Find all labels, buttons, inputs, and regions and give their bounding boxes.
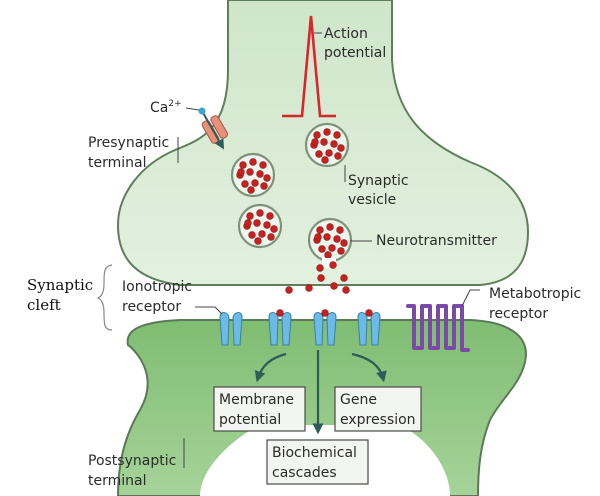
neurotransmitter-molecule — [251, 179, 259, 187]
membrane-potential-label-1: Membrane — [219, 392, 294, 408]
membrane-potential-box — [213, 386, 306, 432]
action-potential-trace — [282, 15, 336, 118]
neurotransmitter-molecule — [334, 152, 342, 160]
neurotransmitter-molecule — [323, 233, 331, 241]
neurotransmitter-molecule — [258, 230, 266, 238]
neurotransmitter-molecule — [254, 237, 262, 245]
neurotransmitter-molecule — [340, 239, 348, 247]
biochemical-cascades-box — [266, 439, 369, 485]
neurotransmitter-molecule — [237, 168, 245, 176]
neurotransmitter-molecule — [260, 182, 268, 190]
neurotransmitter-molecule — [305, 284, 313, 292]
neurotransmitter-molecule — [253, 219, 261, 227]
neurotransmitter-molecule — [317, 274, 325, 282]
gene-expression-label-2: expression — [340, 412, 416, 428]
calcium-channel — [201, 115, 229, 144]
presynaptic-terminal-label-2: terminal — [88, 155, 146, 171]
synaptic-vesicle — [307, 217, 353, 263]
calcium-label: Ca2+ — [150, 99, 182, 116]
neurotransmitter-molecule — [266, 212, 274, 220]
neurotransmitter-molecule — [256, 209, 264, 217]
metabotropic-receptor-label-2: receptor — [489, 306, 548, 322]
neurotransmitter-molecule — [314, 233, 322, 241]
synaptic-cleft-label-1: Synaptic — [27, 276, 93, 294]
neurotransmitter-molecule — [333, 131, 341, 139]
action-potential-label-1: Action — [324, 26, 368, 42]
neurotransmitter-molecule — [337, 247, 345, 255]
synaptic-vesicle — [237, 203, 283, 249]
neurotransmitter-molecule — [337, 144, 345, 152]
arrow-to-membrane-potential — [254, 352, 287, 383]
ionotropic-receptor-label-1: Ionotropic — [122, 279, 192, 295]
ionotropic-receptor — [268, 309, 292, 346]
neurotransmitter-molecule — [336, 226, 344, 234]
neurotransmitter-molecule — [330, 282, 338, 290]
biochemical-cascades-label-2: cascades — [272, 465, 337, 481]
biochemical-cascades-label-1: Biochemical — [272, 445, 357, 461]
gene-expression-label-1: Gene — [340, 392, 377, 408]
gene-expression-box — [334, 386, 422, 432]
neurotransmitter-molecule — [323, 128, 331, 136]
neurotransmitter-molecule — [259, 161, 267, 169]
neurotransmitter-molecule — [285, 286, 293, 294]
arrow-to-gene-expression — [351, 352, 387, 383]
neurotransmitter-molecule — [246, 212, 254, 220]
neurotransmitter-molecule — [244, 219, 252, 227]
neurotransmitter-molecule — [248, 231, 256, 239]
neurotransmitter-molecule — [256, 170, 264, 178]
ionotropic-receptor — [357, 309, 381, 346]
neurotransmitter-molecule — [315, 150, 323, 158]
synaptic-vesicle-label-2: vesicle — [348, 192, 396, 208]
neurotransmitter-molecule — [324, 251, 332, 259]
neurotransmitter-molecule — [313, 131, 321, 139]
neurotransmitter-molecule — [321, 309, 329, 317]
neurotransmitter-molecule — [249, 158, 257, 166]
neurotransmitter-molecule — [342, 286, 350, 294]
neurotransmitter-molecule — [241, 180, 249, 188]
ionotropic-receptor — [313, 309, 337, 346]
ionotropic-receptor — [219, 312, 243, 346]
neurotransmitter-molecule — [316, 226, 324, 234]
synaptic-vesicle — [230, 152, 276, 198]
neurotransmitter-molecule — [263, 174, 271, 182]
neurotransmitter-molecule — [320, 138, 328, 146]
neurotransmitter-molecule — [326, 223, 334, 231]
neurotransmitter-molecule — [270, 225, 278, 233]
calcium-ion-icon — [198, 107, 206, 115]
neurotransmitter-molecule — [365, 309, 373, 317]
synaptic-cleft-label-2: cleft — [27, 296, 61, 314]
neurotransmitter-molecule — [239, 161, 247, 169]
neurotransmitter-molecule — [325, 149, 333, 157]
membrane-potential-label-2: potential — [219, 412, 281, 428]
neurotransmitter-molecule — [340, 274, 348, 282]
neurotransmitter-molecule — [328, 244, 336, 252]
synaptic-vesicle — [304, 122, 350, 168]
neurotransmitter-molecule — [247, 186, 255, 194]
metabotropic-receptor — [406, 304, 470, 352]
neurotransmitter-molecule — [316, 264, 324, 272]
neurotransmitter-molecule — [321, 156, 329, 164]
neurotransmitter-molecule — [311, 138, 319, 146]
postsynaptic-terminal-label-1: Postsynaptic — [88, 453, 176, 469]
neurotransmitter-molecule — [263, 221, 271, 229]
ionotropic-receptor-label-2: receptor — [122, 299, 181, 315]
neurotransmitter-molecule — [276, 309, 284, 317]
neurotransmitter-molecule — [246, 168, 254, 176]
neurotransmitter-label: Neurotransmitter — [376, 233, 497, 249]
postsynaptic-terminal-label-2: terminal — [88, 473, 146, 489]
neurotransmitter-molecule — [267, 233, 275, 241]
neurotransmitter-molecule — [329, 261, 337, 269]
cleft-brace — [96, 264, 113, 331]
neurotransmitter-molecule — [318, 245, 326, 253]
presynaptic-terminal-label-1: Presynaptic — [88, 135, 169, 151]
calcium-influx-arrow — [201, 110, 224, 150]
action-potential-label-2: potential — [324, 45, 386, 61]
metabotropic-receptor-label-1: Metabotropic — [489, 286, 581, 302]
neurotransmitter-molecule — [333, 235, 341, 243]
neurotransmitter-molecule — [330, 140, 338, 148]
synaptic-vesicle-label-1: Synaptic — [348, 173, 409, 189]
